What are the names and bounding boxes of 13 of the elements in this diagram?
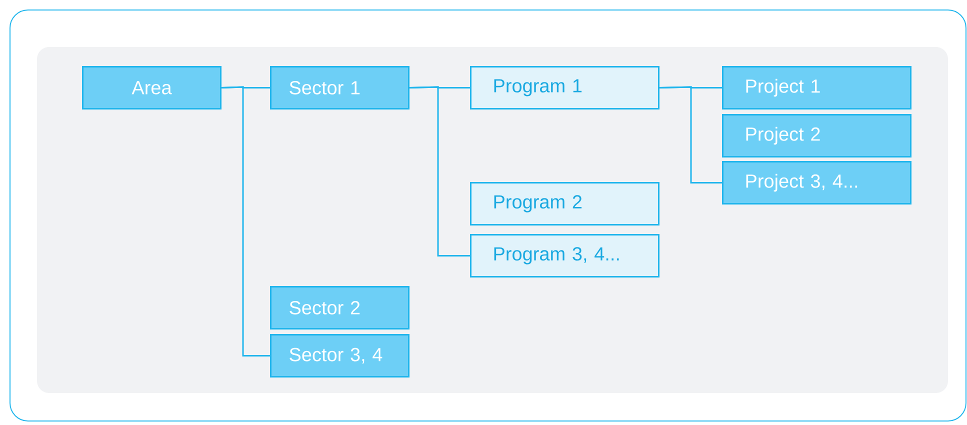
connector-line: [409, 86, 470, 256]
hierarchy-box: Project 1: [722, 66, 912, 110]
hierarchy-box: Program 3, 4...: [470, 234, 660, 278]
connector-line: [221, 86, 270, 356]
hierarchy-box: Program 2: [470, 182, 660, 226]
hierarchy-box: Project 3, 4...: [722, 161, 912, 204]
hierarchy-box: Program 1: [470, 66, 660, 110]
hierarchy-box: Project 2: [722, 114, 912, 158]
connector-line: [659, 86, 722, 184]
hierarchy-box: Sector 1: [270, 66, 410, 110]
hierarchy-box: Area: [82, 66, 222, 110]
hierarchy-box: Sector 2: [270, 286, 410, 330]
hierarchy-box: Sector 3, 4: [270, 334, 410, 378]
